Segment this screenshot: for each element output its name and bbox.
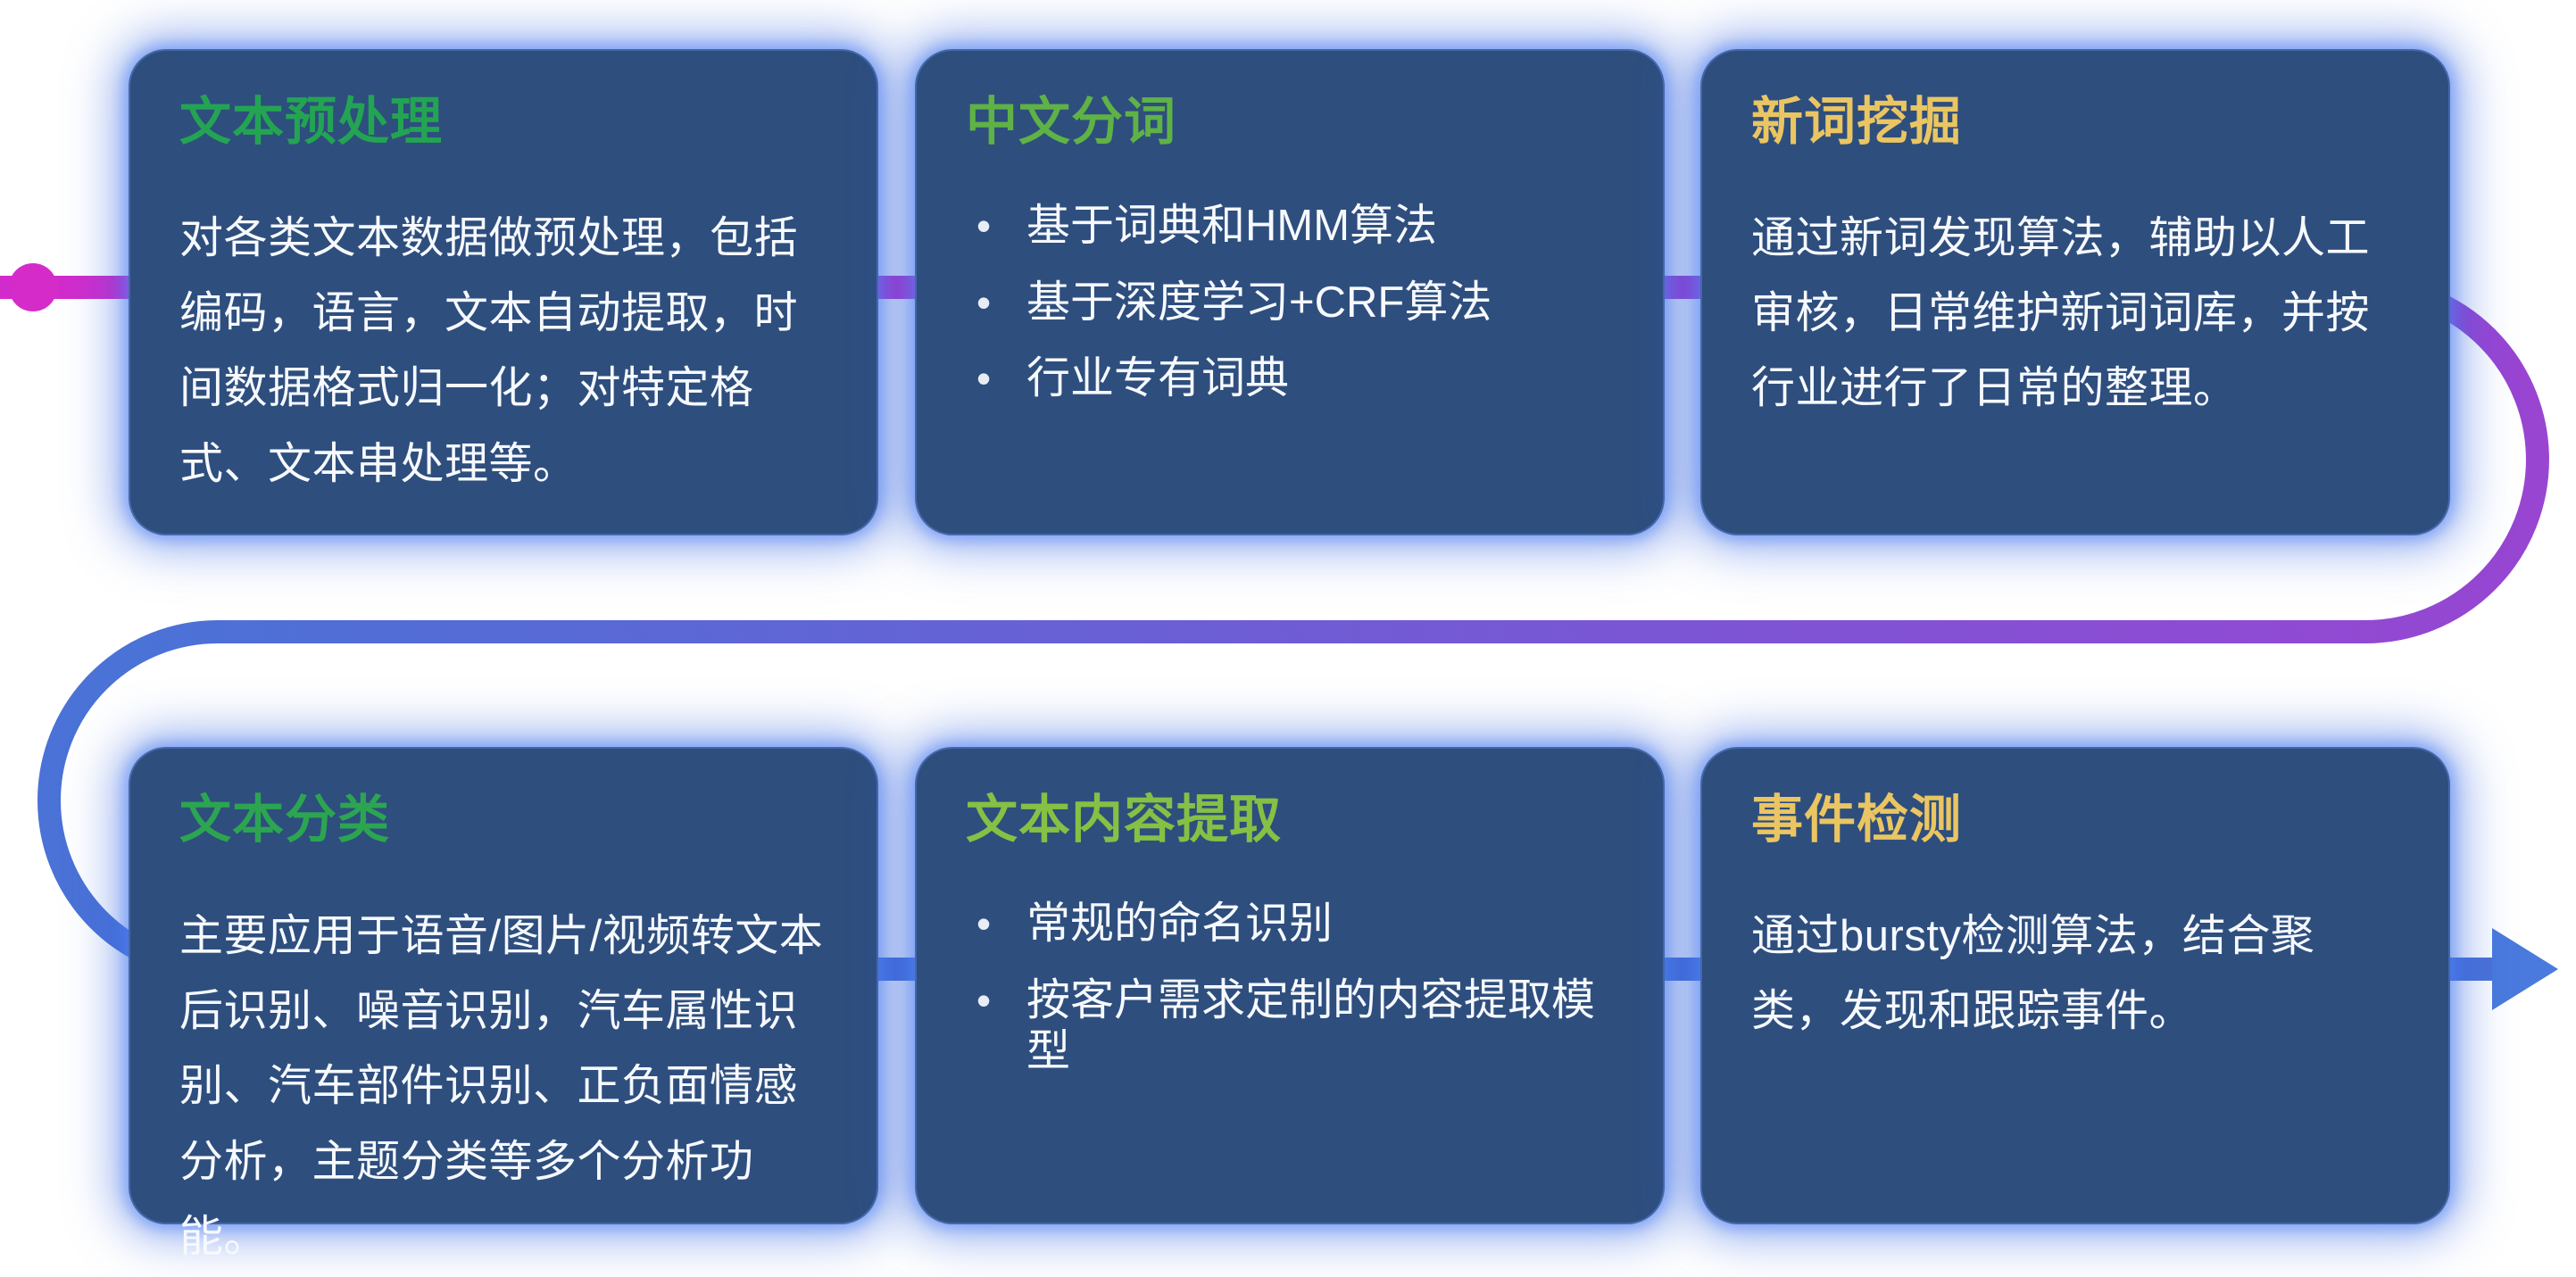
card-bullet-list: • 基于词典和HMM算法 • 基于深度学习+CRF算法 • 行业专有词典 — [966, 201, 1614, 405]
bullet-dot-icon: • — [976, 278, 992, 326]
bullet-item: • 基于深度学习+CRF算法 — [966, 278, 1614, 329]
card-body: 对各类文本数据做预处理，包括编码，语言，文本自动提取，时间数据格式归一化；对特定… — [179, 213, 799, 488]
flow-start-dot-icon — [9, 263, 57, 311]
card-body: 主要应用于语音/图片/视频转文本后识别、噪音识别，汽车属性识别、汽车部件识别、正… — [179, 911, 824, 1261]
bullet-item: • 基于词典和HMM算法 — [966, 201, 1614, 253]
card-body: 通过新词发现算法，辅助以人工审核，日常维护新词词库，并按行业进行了日常的整理。 — [1751, 213, 2371, 413]
bullet-dot-icon: • — [976, 900, 992, 947]
card-title: 文本分类 — [179, 791, 391, 849]
card-text-content-extraction: 文本内容提取 • 常规的命名识别 • 按客户需求定制的内容提取模型 — [915, 747, 1665, 1224]
bullet-item: • 常规的命名识别 — [966, 899, 1614, 950]
bullet-text: 常规的命名识别 — [1026, 899, 1334, 948]
bullet-item: • 按客户需求定制的内容提取模型 — [966, 975, 1614, 1079]
bullet-item: • 行业专有词典 — [966, 353, 1614, 405]
card-event-detection: 事件检测 通过bursty检测算法，结合聚类，发现和跟踪事件。 — [1700, 747, 2450, 1224]
card-title: 新词挖掘 — [1751, 93, 1963, 151]
bullet-dot-icon: • — [976, 202, 992, 249]
bullet-dot-icon: • — [976, 976, 992, 1024]
bullet-text: 行业专有词典 — [1026, 354, 1290, 403]
card-chinese-word-segmentation: 中文分词 • 基于词典和HMM算法 • 基于深度学习+CRF算法 • 行业专有词… — [915, 49, 1665, 535]
card-body: 通过bursty检测算法，结合聚类，发现和跟踪事件。 — [1751, 911, 2315, 1036]
card-bullet-list: • 常规的命名识别 • 按客户需求定制的内容提取模型 — [966, 899, 1614, 1078]
card-new-word-mining: 新词挖掘 通过新词发现算法，辅助以人工审核，日常维护新词词库，并按行业进行了日常… — [1700, 49, 2450, 535]
flow-segment-return — [37, 276, 2549, 981]
bullet-text: 基于词典和HMM算法 — [1026, 201, 1438, 250]
card-title: 事件检测 — [1751, 791, 1963, 849]
card-text-preprocessing: 文本预处理 对各类文本数据做预处理，包括编码，语言，文本自动提取，时间数据格式归… — [129, 49, 878, 535]
card-title: 文本预处理 — [179, 93, 444, 151]
card-title: 文本内容提取 — [966, 791, 1283, 849]
flow-arrow-icon — [2492, 928, 2558, 1010]
bullet-text: 按客户需求定制的内容提取模型 — [1026, 975, 1596, 1076]
card-title: 中文分词 — [966, 93, 1177, 151]
bullet-dot-icon: • — [976, 355, 992, 402]
card-text-classification: 文本分类 主要应用于语音/图片/视频转文本后识别、噪音识别，汽车属性识别、汽车部… — [129, 747, 878, 1261]
bullet-text: 基于深度学习+CRF算法 — [1026, 278, 1492, 327]
